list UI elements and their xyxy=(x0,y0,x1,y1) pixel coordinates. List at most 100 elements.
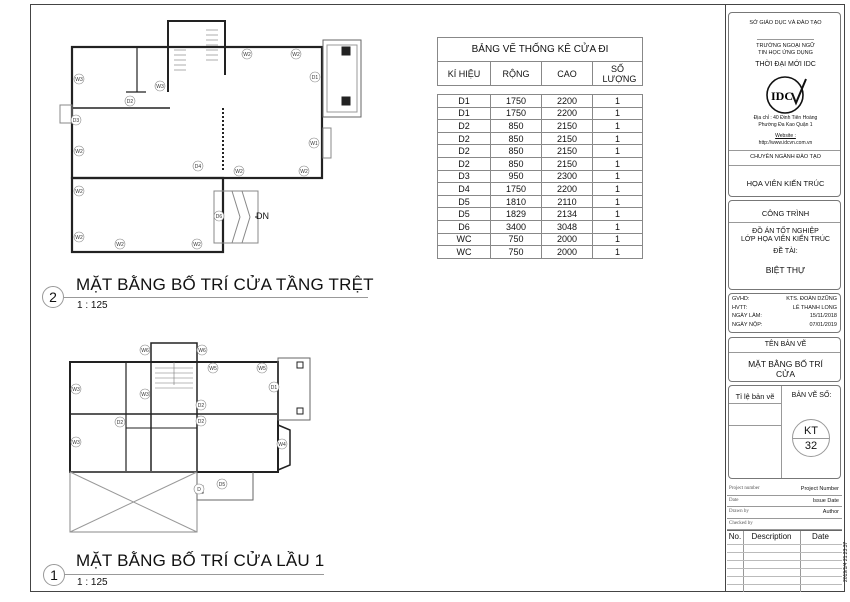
meta-label: Drawn by xyxy=(729,509,749,514)
view-title-ground-floor: MẶT BẰNG BỐ TRÍ CỬA TẦNG TRỆT xyxy=(76,275,374,294)
tag-label: W3 xyxy=(75,77,83,83)
divider xyxy=(729,165,840,166)
tag-label: W2 xyxy=(116,242,124,248)
print-timestamp: 2019/1/4 21:23:37 xyxy=(843,541,849,582)
divider xyxy=(793,438,829,439)
window-door-tag: W3 xyxy=(70,436,82,448)
window-door-tag: W2 xyxy=(191,238,203,250)
meta-label: Checked by xyxy=(729,520,753,526)
divider xyxy=(729,425,781,426)
divider xyxy=(727,584,842,585)
major-value: HỌA VIÊN KIẾN TRÚC xyxy=(746,179,825,188)
window-door-tag: D4 xyxy=(192,160,204,172)
window-door-tag: D2 xyxy=(195,399,207,411)
meta-label: Project number xyxy=(729,486,760,491)
header-quantity: SỐ LƯỢNG xyxy=(592,61,643,86)
address: Phường Đa Kao Quận 1 xyxy=(758,122,813,128)
project-name: LỚP HỌA VIÊN KIẾN TRÚC xyxy=(741,236,830,243)
tag-label: W3 xyxy=(156,84,164,90)
school-name: TIN HỌC ỨNG DỤNG xyxy=(758,50,813,56)
window-door-tag: W3 xyxy=(139,388,151,400)
window-door-tag: W2 xyxy=(73,185,85,197)
divider xyxy=(757,39,814,40)
website-label: Website : xyxy=(775,133,796,139)
divider xyxy=(729,222,840,223)
window-door-tag: W2 xyxy=(241,48,253,60)
info-label: NGÀY NỘP: xyxy=(732,321,763,328)
drawing-name: CỬA xyxy=(775,369,796,379)
info-value: 07/01/2019 xyxy=(809,321,837,328)
meta-value: Author xyxy=(822,509,839,515)
school-panel: SỞ GIÁO DỤC VÀ ĐÀO TẠO TRƯỜNG NGOẠI NGỮ … xyxy=(728,12,841,197)
topic-value: BIỆT THỰ xyxy=(765,265,806,275)
window-door-tag: D2 xyxy=(114,416,126,428)
dept-name: SỞ GIÁO DỤC VÀ ĐÀO TẠO xyxy=(749,20,822,26)
first-floor-plan xyxy=(69,342,311,533)
info-value: 15/11/2018 xyxy=(809,313,837,319)
view-scale: 1 : 125 xyxy=(77,300,108,311)
project-panel: CÔNG TRÌNH ĐỒ ÁN TỐT NGHIỆP LỚP HỌA VIÊN… xyxy=(728,200,841,290)
window-door-tag: W2 xyxy=(73,145,85,157)
window-door-tag: W2 xyxy=(298,165,310,177)
tag-label: D5 xyxy=(219,482,226,488)
tag-label: W3 xyxy=(72,387,80,393)
view-title-first-floor: MẶT BẰNG BỐ TRÍ CỬA LẦU 1 xyxy=(76,551,325,570)
sheet-prefix: KT xyxy=(803,425,819,437)
tag-label: W2 xyxy=(300,169,308,175)
sheet-number-panel: Tỉ lệ bản vẽ BẢN VẼ SỐ: KT 32 xyxy=(728,385,841,479)
info-value: LÊ THANH LONG xyxy=(792,304,837,311)
window-door-tag: W4 xyxy=(276,438,288,450)
door-schedule-table: BẢNG VẼ THỐNG KÊ CỬA ĐI KÍ HIỆU RỘNG CAO… xyxy=(437,37,643,259)
window-door-tag: D1 xyxy=(309,71,321,83)
tag-label: W2 xyxy=(235,169,243,175)
meta-row: Checked by xyxy=(727,519,842,530)
tag-label: W6 xyxy=(141,348,149,354)
info-label: HVTT: xyxy=(732,304,748,311)
window-door-tag: W2 xyxy=(233,165,245,177)
meta-row: Date Issue Date xyxy=(727,496,842,507)
divider xyxy=(800,531,801,592)
stair-down-label: DN xyxy=(256,211,269,221)
tag-label: W1 xyxy=(310,141,318,147)
divider xyxy=(729,403,781,404)
divider xyxy=(727,560,842,561)
meta-row: Drawn by Author xyxy=(727,507,842,519)
window-door-tag: D2 xyxy=(124,95,136,107)
tag-label: W6 xyxy=(198,348,206,354)
table-cell: 1 xyxy=(592,245,643,259)
project-label: CÔNG TRÌNH xyxy=(761,209,810,218)
drawing-name: MẶT BẰNG BỐ TRÍ xyxy=(748,359,823,369)
sheet-number: 32 xyxy=(804,440,818,452)
table-cell: 2000 xyxy=(541,245,593,259)
tag-label: D1 xyxy=(312,75,319,81)
info-label: GVHD: xyxy=(732,296,750,302)
meta-value: Issue Date xyxy=(812,497,839,504)
floor-plans xyxy=(59,20,362,533)
sheet-number-circle: KT 32 xyxy=(792,419,830,457)
meta-label: Date xyxy=(729,497,739,503)
tag-label: W2 xyxy=(75,189,83,195)
divider xyxy=(781,386,782,478)
info-label: NGÀY LÀM: xyxy=(732,313,762,319)
window-door-tag: D xyxy=(193,483,205,495)
tag-label: W2 xyxy=(193,242,201,248)
view-title-underline xyxy=(64,574,324,575)
revision-header: Description xyxy=(751,532,792,541)
tag-label: D1 xyxy=(271,385,278,391)
divider xyxy=(727,544,842,545)
drawing-sheet-border xyxy=(30,4,845,592)
divider xyxy=(727,568,842,569)
title-block-divider xyxy=(725,4,726,592)
website-link[interactable]: http://www.idcvn.com.vn xyxy=(758,140,813,146)
tag-label: W2 xyxy=(75,149,83,155)
tag-label: D xyxy=(197,487,201,493)
window-door-tag: W5 xyxy=(256,362,268,374)
